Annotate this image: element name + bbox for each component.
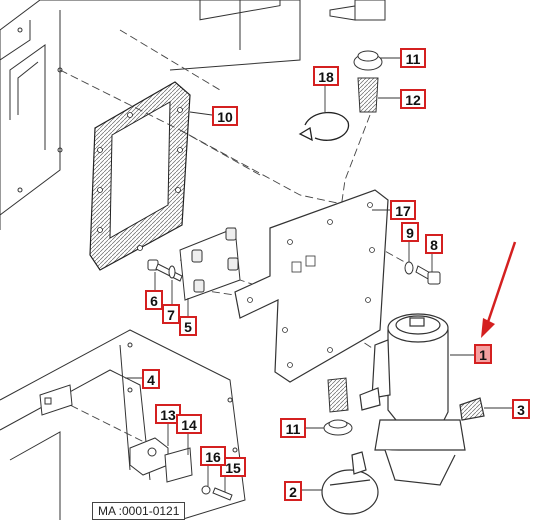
callout-12: 12 <box>400 89 426 109</box>
lower-hose <box>323 377 353 436</box>
mounting-plate <box>234 189 389 383</box>
lower-housing <box>0 329 246 520</box>
gasket <box>89 81 191 271</box>
callout-16: 16 <box>200 446 226 466</box>
callout-18: 18 <box>313 66 339 86</box>
callout-9: 9 <box>401 222 419 242</box>
callout-15: 15 <box>220 457 246 477</box>
top-fitting <box>329 0 386 113</box>
callout-14: 14 <box>176 414 202 434</box>
connector-block <box>179 227 241 301</box>
callout-1: 1 <box>474 344 492 364</box>
screw-and-washer <box>147 259 183 282</box>
callout-2: 2 <box>284 481 302 501</box>
leader-lines <box>125 57 512 492</box>
side-screw <box>404 261 441 285</box>
callout-10: 10 <box>212 106 238 126</box>
callout-17: 17 <box>390 200 416 220</box>
small-bracket <box>129 437 233 501</box>
callout-4: 4 <box>142 369 160 389</box>
callout-7: 7 <box>162 304 180 324</box>
callout-8: 8 <box>425 234 443 254</box>
callout-11-bottom: 11 <box>280 418 306 438</box>
drawing-reference-code: MA :0001-0121 <box>92 502 186 520</box>
pump-motor <box>359 313 485 486</box>
callout-3: 3 <box>512 399 530 419</box>
upper-housing <box>0 0 301 230</box>
callout-5: 5 <box>179 316 197 336</box>
red-arrow-indicator <box>481 241 517 338</box>
hose-clamp <box>298 111 350 142</box>
callout-11-top: 11 <box>400 48 426 68</box>
housing-bracket <box>39 384 73 416</box>
strainer-cap <box>321 451 379 515</box>
callout-6: 6 <box>145 290 163 310</box>
